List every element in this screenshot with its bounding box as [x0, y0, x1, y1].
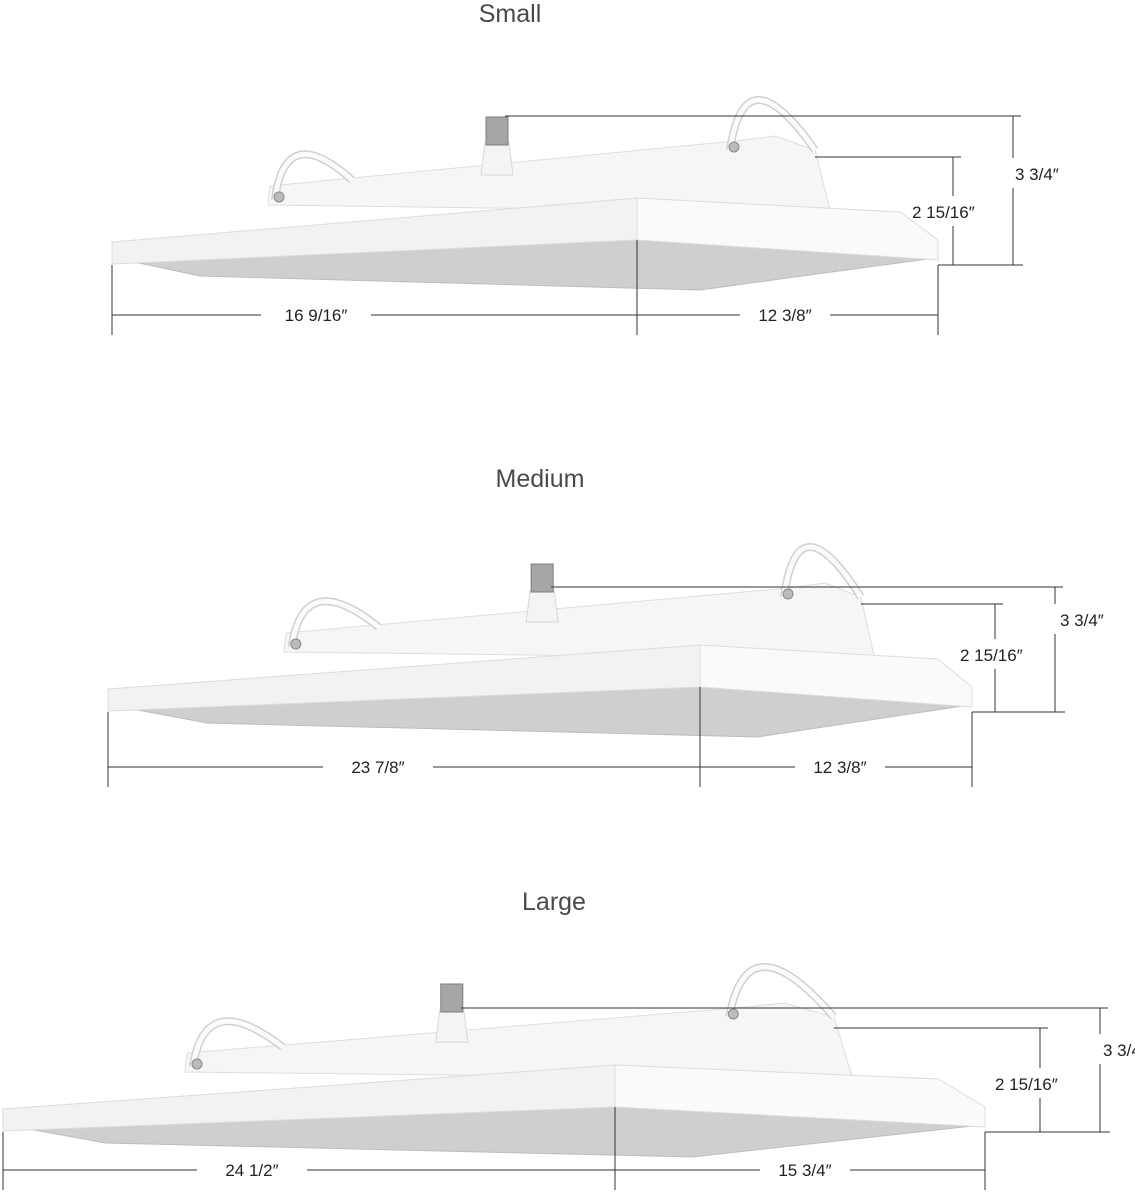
connector-base — [480, 142, 514, 176]
width-label: 12 3/8″ — [758, 306, 811, 325]
cable-gland-icon — [530, 563, 554, 593]
hook-bolt-icon — [782, 588, 794, 600]
overall-height-label: 3 3/4″ — [1103, 1041, 1135, 1060]
body-height-label: 2 15/16″ — [960, 646, 1023, 665]
hook-bolt-icon — [273, 191, 285, 203]
plate-side-face — [636, 197, 939, 261]
dimension-lines: 16 9/16″ 12 3/8″ 3 3/4″ 2 15/16″ — [111, 115, 1059, 335]
plate-side-face — [614, 1064, 986, 1128]
length-label: 23 7/8″ — [351, 758, 404, 777]
fixture-small: Small 16 9/16″ 12 3/8″ 3 3/4″ 2 15/16″ — [111, 0, 1059, 335]
size-title: Medium — [496, 465, 585, 493]
length-label: 24 1/2″ — [225, 1161, 278, 1180]
plate-side-face — [699, 644, 973, 708]
light-fixture-drawing — [107, 543, 973, 738]
body-height-label: 2 15/16″ — [912, 203, 975, 222]
length-label: 16 9/16″ — [285, 306, 348, 325]
dimension-lines: 24 1/2″ 15 3/4″ 3 3/4″ 2 15/16″ — [2, 1007, 1135, 1190]
overall-height-label: 3 3/4″ — [1060, 611, 1104, 630]
light-fixture-drawing — [111, 96, 939, 291]
light-fixture-drawing — [2, 963, 986, 1158]
hook-bolt-icon — [290, 638, 302, 650]
width-label: 12 3/8″ — [813, 758, 866, 777]
hook-bolt-icon — [191, 1058, 203, 1070]
size-title: Large — [522, 888, 586, 916]
cable-gland-icon — [440, 983, 464, 1013]
body-height-label: 2 15/16″ — [995, 1075, 1058, 1094]
fixture-large: Large 24 1/2″ 15 3/4″ 3 3/4″ 2 15/16″ — [2, 888, 1135, 1190]
dimension-lines: 23 7/8″ 12 3/8″ 3 3/4″ 2 15/16″ — [107, 586, 1104, 787]
width-label: 15 3/4″ — [778, 1161, 831, 1180]
size-title: Small — [479, 0, 542, 28]
connector-base — [435, 1009, 469, 1043]
overall-height-label: 3 3/4″ — [1015, 165, 1059, 184]
hook-bolt-icon — [728, 141, 740, 153]
fixture-medium: Medium 23 7/8″ 12 3/8″ 3 3/4″ 2 15/16″ — [107, 465, 1104, 787]
hook-bolt-icon — [727, 1008, 739, 1020]
connector-base — [525, 589, 559, 623]
cable-gland-icon — [485, 116, 509, 146]
